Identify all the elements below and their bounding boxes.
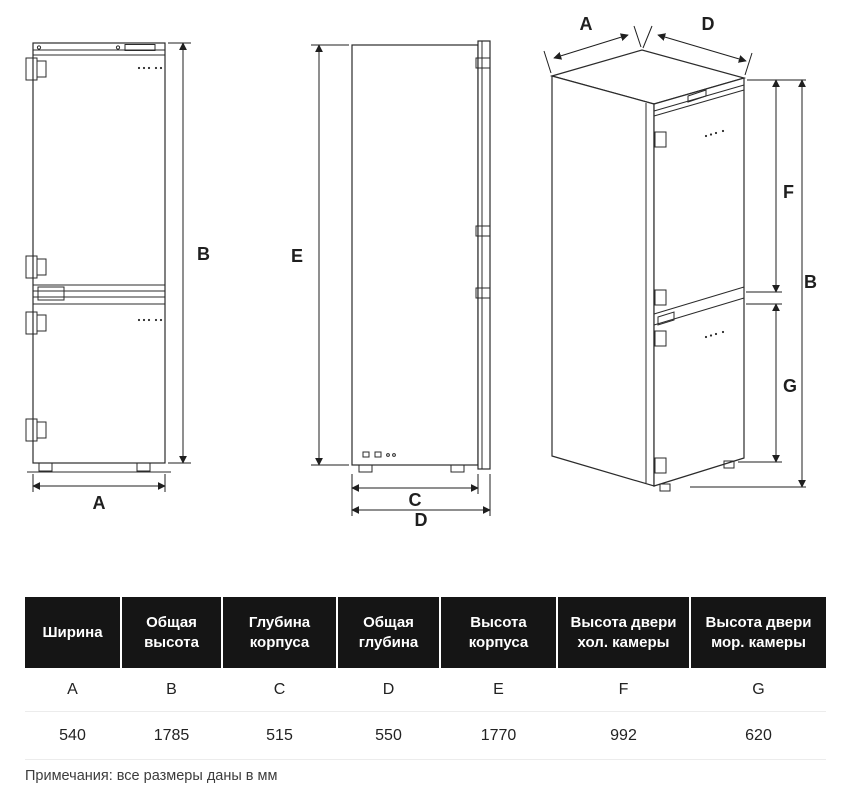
dimension-letter: F: [618, 680, 629, 698]
column-header-body-height: Высота корпуса: [441, 597, 556, 668]
table-header-row: Ширина Общая высота Глубина корпуса Обща…: [25, 597, 826, 668]
column-header-body-depth: Глубина корпуса: [223, 597, 336, 668]
door-divider: [653, 286, 745, 326]
hinge-covers: [475, 57, 491, 299]
top-rail: [33, 44, 165, 56]
table-values-row: 540 1785 515 550 1770 992 620: [25, 712, 826, 760]
column-header-width: Ширина: [25, 597, 120, 668]
dimension-label-b: B: [804, 272, 817, 292]
side-view-diagram: E C D: [291, 40, 491, 528]
dimension-label-e: E: [291, 246, 303, 266]
front-view-diagram: B A: [25, 42, 210, 513]
dimension-label-d: D: [702, 16, 715, 34]
dimension-letter: A: [67, 680, 78, 698]
dimension-label-c: C: [409, 490, 422, 510]
note-text: Примечания: все размеры даны в мм: [25, 768, 278, 784]
feet: [659, 460, 735, 492]
fridge-front-drawing: [25, 42, 171, 473]
dimension-value: 992: [610, 726, 637, 744]
dimension-letter: B: [166, 680, 177, 698]
dimension-label-a: A: [93, 493, 106, 513]
dimension-label-f: F: [783, 182, 794, 202]
base-details: [362, 451, 396, 458]
top-rail: [653, 84, 745, 117]
column-header-total-depth: Общая глубина: [338, 597, 439, 668]
dimension-letter: C: [273, 680, 286, 698]
column-header-fridge-door-height: Высота двери хол. камеры: [558, 597, 689, 668]
dimension-value: 1785: [153, 726, 190, 744]
dimension-value: 1770: [480, 726, 517, 744]
column-header-total-height: Общая высота: [122, 597, 221, 668]
feet: [358, 464, 465, 473]
dimension-label-b: B: [197, 244, 210, 264]
hinges: [654, 131, 667, 474]
hinges: [25, 57, 47, 442]
fridge-perspective-drawing: [549, 49, 747, 492]
table-letters-row: A B C D E F G: [25, 668, 826, 712]
feet: [27, 462, 171, 473]
door-divider: [33, 284, 165, 305]
vent-dots: [137, 66, 163, 322]
column-header-freezer-door-height: Высота двери мор. камеры: [691, 597, 826, 668]
dimension-value: 620: [745, 726, 772, 744]
dimensions-table: Ширина Общая высота Глубина корпуса Обща…: [25, 597, 826, 760]
dimension-label-a: A: [580, 16, 593, 34]
perspective-view-diagram: A D F B G: [543, 16, 817, 492]
dimension-letter: D: [382, 680, 395, 698]
dimension-letter: G: [752, 680, 765, 698]
dimension-label-g: G: [783, 376, 797, 396]
fridge-side-drawing: [351, 40, 491, 473]
dimension-value: 540: [59, 726, 86, 744]
dimension-value: 550: [375, 726, 402, 744]
dimension-label-d: D: [415, 510, 428, 528]
dimension-lines: [32, 42, 191, 492]
dimension-lines: [543, 25, 806, 488]
dimension-lines: [311, 44, 491, 516]
dimension-letter: E: [493, 680, 504, 698]
dimension-value: 515: [266, 726, 293, 744]
vent-dots: [704, 129, 725, 339]
